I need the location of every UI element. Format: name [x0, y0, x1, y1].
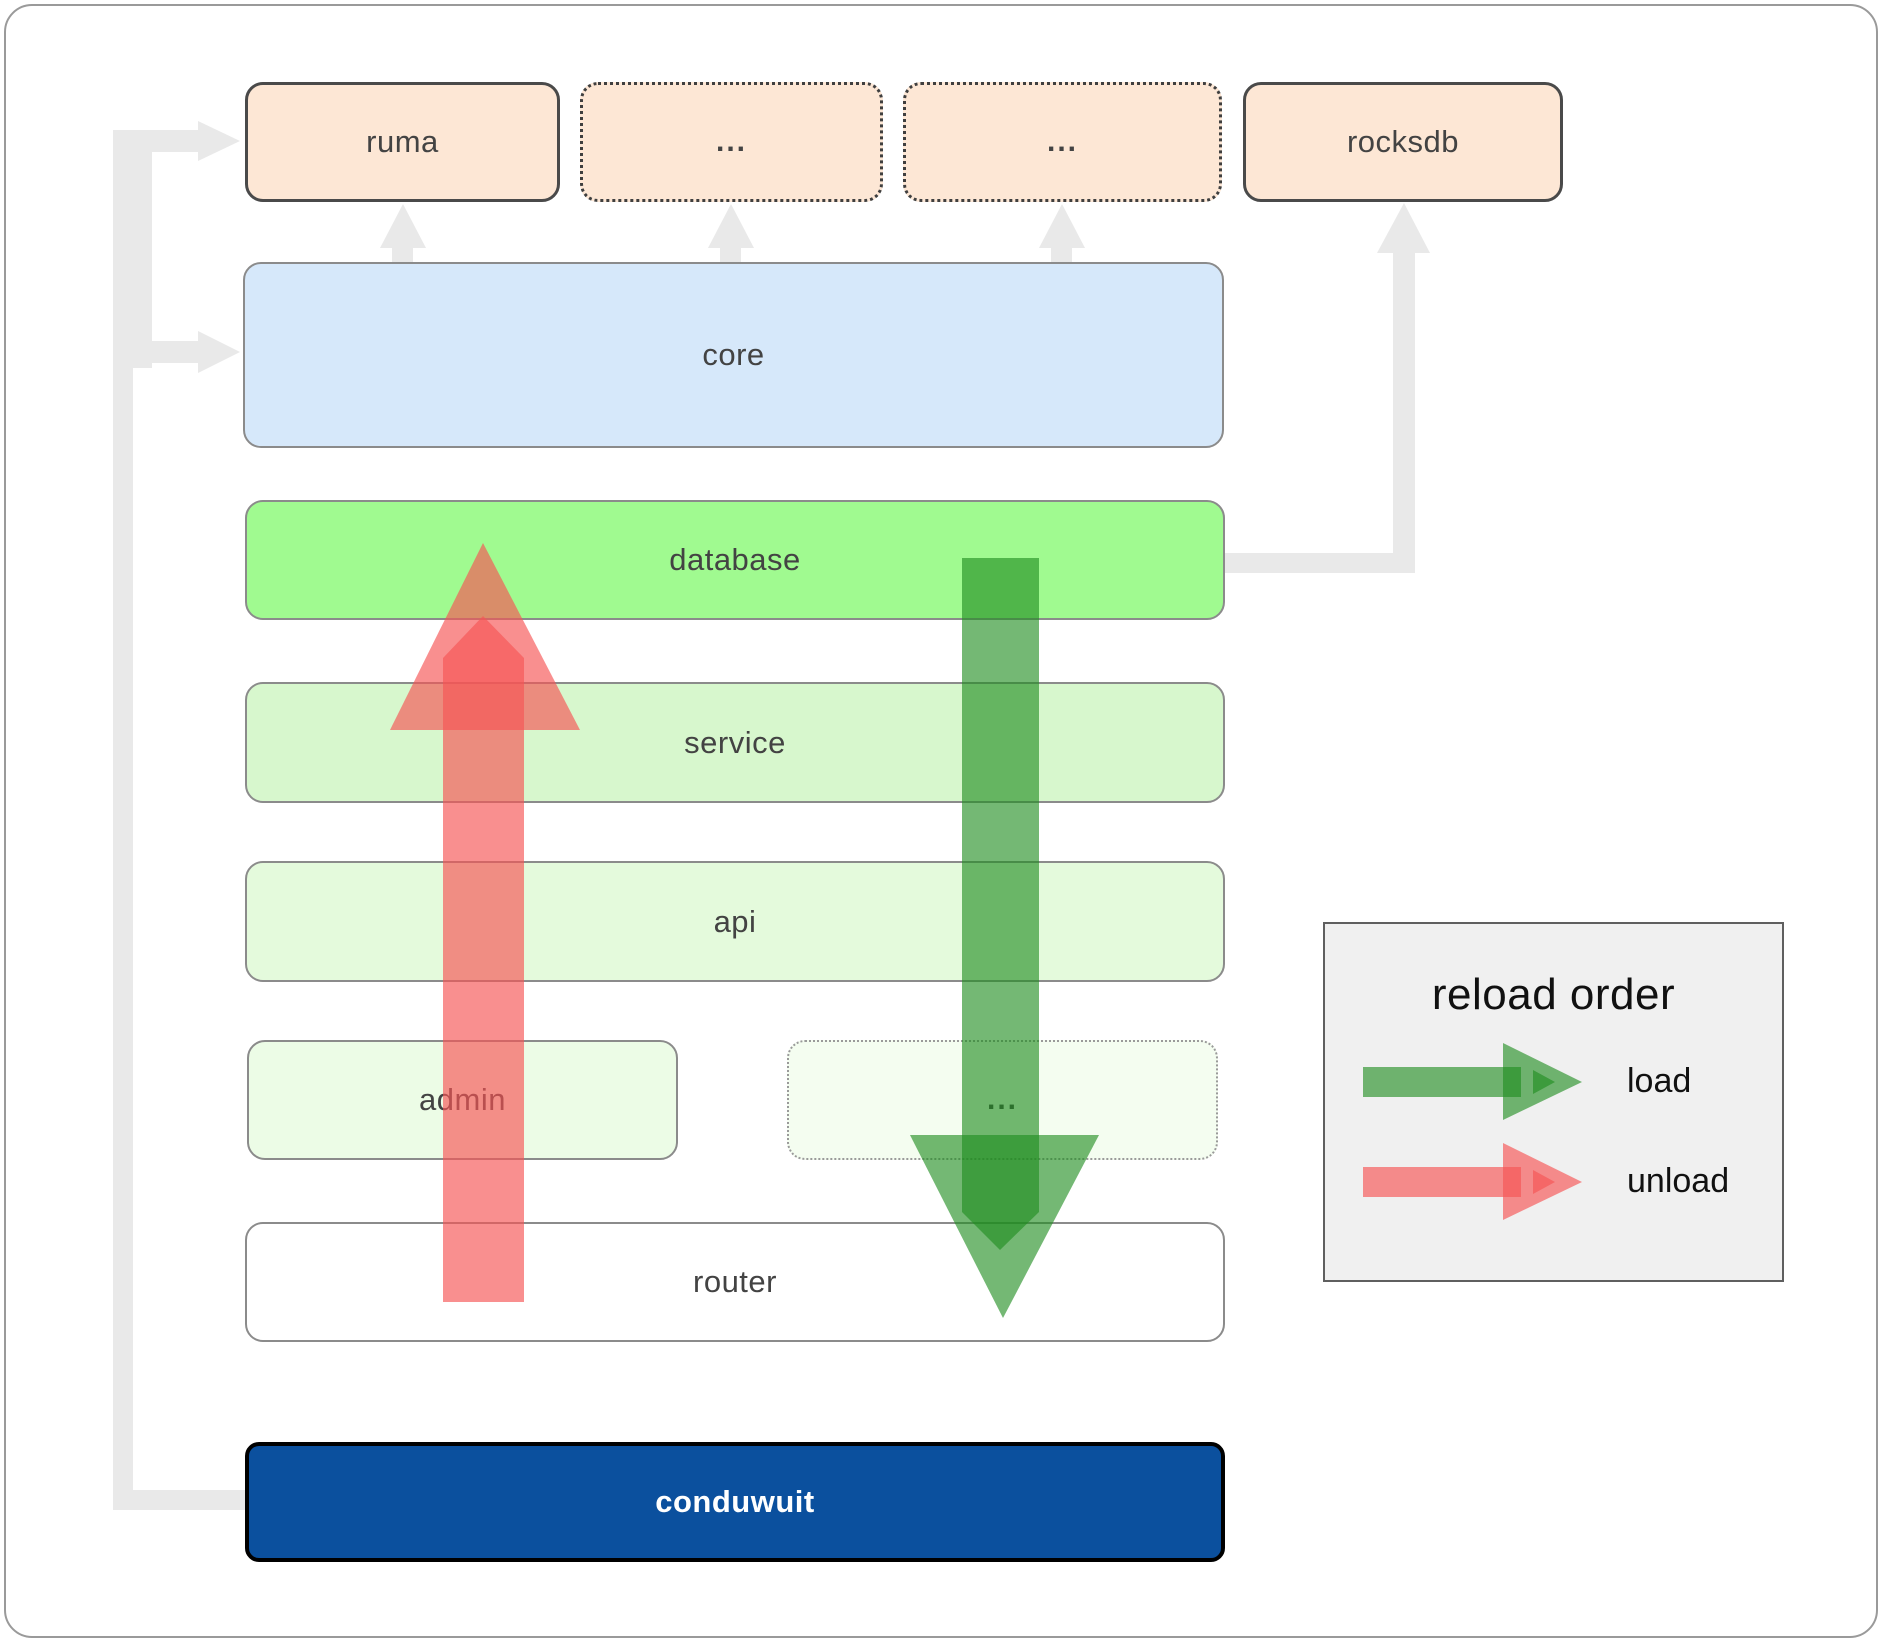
- node-api: api: [245, 861, 1225, 982]
- node-admin: admin: [247, 1040, 678, 1160]
- diagram-outer-frame: [4, 4, 1878, 1638]
- node-service: service: [245, 682, 1225, 803]
- node-rocksdb: rocksdb: [1243, 82, 1563, 202]
- node-core: core: [243, 262, 1224, 448]
- node-more-deps-2: ...: [903, 82, 1222, 202]
- legend-load-label: load: [1627, 1062, 1692, 1100]
- node-more-deps-1: ...: [580, 82, 883, 202]
- node-ruma: ruma: [245, 82, 560, 202]
- node-more-services: ...: [787, 1040, 1218, 1160]
- legend-reload-order: reload order load unload: [1323, 922, 1784, 1282]
- node-database: database: [245, 500, 1225, 620]
- legend-title: reload order: [1431, 970, 1676, 1019]
- node-router: router: [245, 1222, 1225, 1342]
- node-conduwuit: conduwuit: [245, 1442, 1225, 1562]
- legend-unload-label: unload: [1627, 1162, 1730, 1200]
